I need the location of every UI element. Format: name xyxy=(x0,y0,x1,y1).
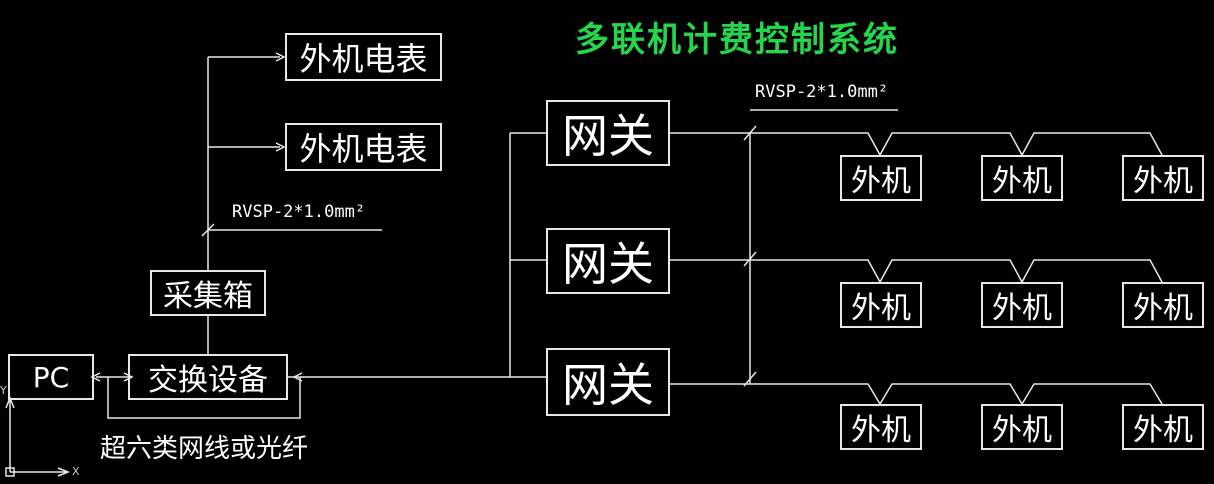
cable-label-right: RVSP-2*1.0mm² xyxy=(755,82,889,102)
outdoor-unit: 外机 xyxy=(840,155,922,201)
outdoor-unit: 外机 xyxy=(840,404,922,450)
collector-box: 采集箱 xyxy=(150,270,266,316)
gateway-box-2: 网关 xyxy=(546,228,670,294)
pc-box: PC xyxy=(8,354,94,400)
gateway-box-1: 网关 xyxy=(546,100,670,166)
outdoor-unit: 外机 xyxy=(1122,155,1204,201)
ucs-x-label: X xyxy=(72,465,80,478)
outdoor-unit: 外机 xyxy=(1122,404,1204,450)
diagram-title: 多联机计费控制系统 xyxy=(575,20,899,60)
outdoor-unit: 外机 xyxy=(981,282,1063,328)
cable-label-left: RVSP-2*1.0mm² xyxy=(232,202,366,222)
ucs-y-label: Y xyxy=(0,384,7,397)
meter-box-1: 外机电表 xyxy=(285,33,442,81)
outdoor-unit: 外机 xyxy=(981,404,1063,450)
meter-box-2: 外机电表 xyxy=(285,123,442,171)
gateway-box-3: 网关 xyxy=(546,348,670,416)
switch-box: 交换设备 xyxy=(128,354,288,400)
outdoor-unit: 外机 xyxy=(981,155,1063,201)
outdoor-unit: 外机 xyxy=(1122,282,1204,328)
outdoor-unit: 外机 xyxy=(840,282,922,328)
network-note: 超六类网线或光纤 xyxy=(100,434,309,464)
